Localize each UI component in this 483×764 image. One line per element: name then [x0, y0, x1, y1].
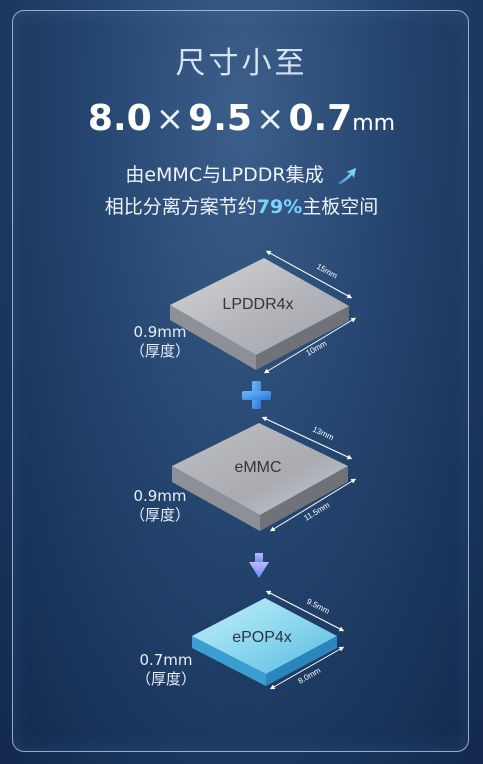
size-readout: 8.0×9.5×0.7mm — [0, 98, 483, 139]
thickness-value: 0.7mm — [139, 651, 193, 669]
epop4x-chip: ePOP4x 9.5mm 8.0mm — [192, 590, 345, 690]
lpddr4x-top-dim: 15mm — [315, 262, 339, 281]
times-sign: × — [155, 99, 185, 139]
height-value: 0.7 — [288, 98, 353, 139]
saving-text: 相比分离方案节约79%主板空间 — [0, 192, 483, 219]
plus-icon — [242, 381, 271, 409]
emmc-chip: eMMC 13mm 11.5mm — [172, 416, 357, 532]
thickness-value: 0.9mm — [133, 487, 187, 505]
epop4x-label: ePOP4x — [232, 629, 292, 646]
saving-percent: 79% — [256, 196, 303, 218]
thickness-note: （厚度） — [129, 506, 190, 524]
thickness-note: （厚度） — [129, 342, 190, 360]
lpddr4x-label: LPDDR4x — [222, 296, 293, 313]
thickness-value: 0.9mm — [133, 323, 187, 341]
emmc-label: eMMC — [234, 459, 281, 476]
size-unit: mm — [352, 111, 396, 136]
emmc-top-dim: 13mm — [311, 425, 335, 443]
saving-prefix: 相比分离方案节约 — [104, 196, 257, 218]
trend-up-icon — [337, 167, 356, 184]
integration-text: 由eMMC与LPDDR集成 — [0, 160, 483, 187]
thickness-note: （厚度） — [135, 670, 196, 688]
lpddr4x-thickness: 0.9mm （厚度） — [120, 323, 200, 361]
arrow-down-icon — [249, 553, 269, 578]
page-title: 尺寸小至 — [175, 46, 308, 81]
epop4x-side-dim: 8.0mm — [297, 666, 323, 686]
lpddr4x-chip: LPDDR4x 15mm 10mm — [170, 250, 357, 374]
integration-label: 由eMMC与LPDDR集成 — [125, 164, 324, 186]
panel-frame — [12, 10, 469, 752]
emmc-thickness: 0.9mm （厚度） — [120, 487, 200, 525]
saving-suffix: 主板空间 — [302, 196, 379, 218]
epop4x-thickness: 0.7mm （厚度） — [126, 651, 206, 689]
width-value: 9.5 — [188, 98, 252, 139]
length-value: 8.0 — [87, 98, 152, 139]
times-sign: × — [255, 99, 285, 139]
